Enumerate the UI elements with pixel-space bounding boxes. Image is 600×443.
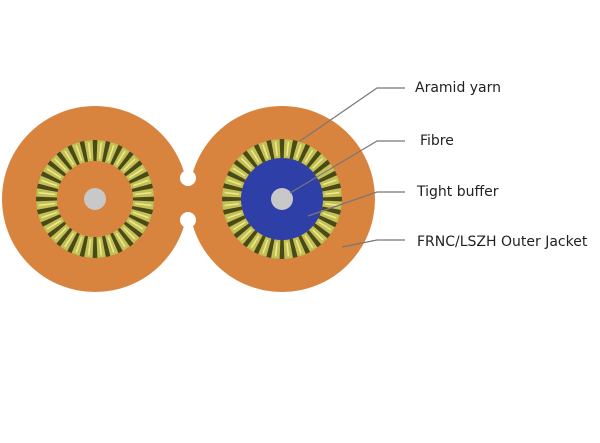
aramid-yarn-highlight: [240, 157, 252, 169]
aramid-yarn-highlight: [107, 145, 115, 162]
aramid-yarn-highlight: [274, 241, 278, 257]
aramid-yarn-highlight: [41, 179, 58, 187]
aramid-yarn-highlight: [227, 179, 242, 186]
label-aramid-yarn: Aramid yarn: [415, 80, 502, 96]
label-outer-jacket: FRNC/LSZH Outer Jacket: [417, 234, 588, 250]
aramid-yarn-highlight: [75, 236, 83, 253]
aramid-yarn-highlight: [304, 235, 314, 249]
aramid-yarn-highlight: [116, 232, 126, 248]
aramid-yarn-highlight: [295, 144, 302, 159]
leader-fibre: [289, 140, 405, 194]
aramid-yarn-highlight: [128, 168, 144, 178]
aramid-yarn-highlight: [250, 235, 260, 249]
label-tight-buffer: Tight buffer: [417, 184, 499, 200]
aramid-yarn-highlight: [286, 141, 290, 157]
aramid-yarn-highlight: [304, 149, 314, 163]
aramid-yarn-highlight: [324, 203, 340, 207]
aramid-yarn-highlight: [250, 149, 260, 163]
aramid-yarn-highlight: [134, 191, 152, 196]
aramid-yarn-highlight: [123, 158, 136, 171]
aramid-yarn-highlight: [262, 239, 269, 254]
left-fibre: [84, 188, 106, 210]
aramid-yarn-highlight: [232, 221, 246, 231]
aramid-yarn-highlight: [262, 144, 269, 159]
aramid-yarn-highlight: [322, 212, 337, 219]
aramid-yarn-highlight: [54, 158, 67, 171]
aramid-yarn-highlight: [274, 141, 278, 157]
aramid-yarn-highlight: [107, 236, 115, 253]
aramid-yarn-highlight: [116, 150, 126, 166]
aramid-yarn-highlight: [134, 202, 152, 207]
aramid-yarn-highlight: [38, 202, 56, 207]
aramid-yarn-base: [36, 140, 154, 258]
aramid-yarn-highlight: [286, 241, 290, 257]
aramid-yarn-highlight: [227, 212, 242, 219]
aramid-yarn-highlight: [87, 238, 92, 256]
aramid-yarn-highlight: [318, 221, 332, 231]
jacket-notch-bottom: [180, 212, 196, 228]
leader-lines: [289, 87, 405, 248]
aramid-yarn-left: [36, 140, 154, 258]
aramid-yarn-highlight: [128, 220, 144, 230]
aramid-yarn-highlight: [324, 191, 340, 195]
aramid-yarn-highlight: [224, 203, 240, 207]
aramid-yarn-highlight: [224, 191, 240, 195]
aramid-yarn-highlight: [64, 232, 74, 248]
leader-tight-buffer: [307, 191, 405, 217]
aramid-yarn-highlight: [75, 145, 83, 162]
aramid-yarn-highlight: [240, 229, 252, 241]
aramid-yarn-highlight: [132, 179, 149, 187]
aramid-yarn-highlight: [87, 142, 92, 160]
aramid-yarn-highlight: [46, 220, 62, 230]
aramid-yarn-highlight: [132, 211, 149, 219]
aramid-yarn-highlight: [232, 167, 246, 177]
aramid-yarn-highlight: [98, 238, 103, 256]
aramid-yarn-highlight: [54, 227, 67, 240]
aramid-yarn-base: [222, 139, 342, 259]
aramid-yarn-highlight: [312, 157, 324, 169]
aramid-yarn-highlight: [46, 168, 62, 178]
aramid-yarn-highlight: [41, 211, 58, 219]
aramid-yarn-right: [222, 139, 342, 259]
jacket-notch-top: [180, 170, 196, 186]
label-fibre: Fibre: [420, 133, 454, 149]
leader-aramid-yarn: [299, 87, 405, 142]
jacket-bridge: [170, 186, 206, 212]
aramid-yarn-highlight: [295, 239, 302, 254]
leader-outer-jacket: [341, 239, 405, 248]
aramid-yarn-highlight: [38, 191, 56, 196]
aramid-yarn-highlight: [312, 229, 324, 241]
aramid-yarn-highlight: [123, 227, 136, 240]
aramid-yarn-highlight: [322, 179, 337, 186]
right-fibre: [271, 188, 293, 210]
aramid-yarn-highlight: [98, 142, 103, 160]
aramid-yarn-highlight: [64, 150, 74, 166]
